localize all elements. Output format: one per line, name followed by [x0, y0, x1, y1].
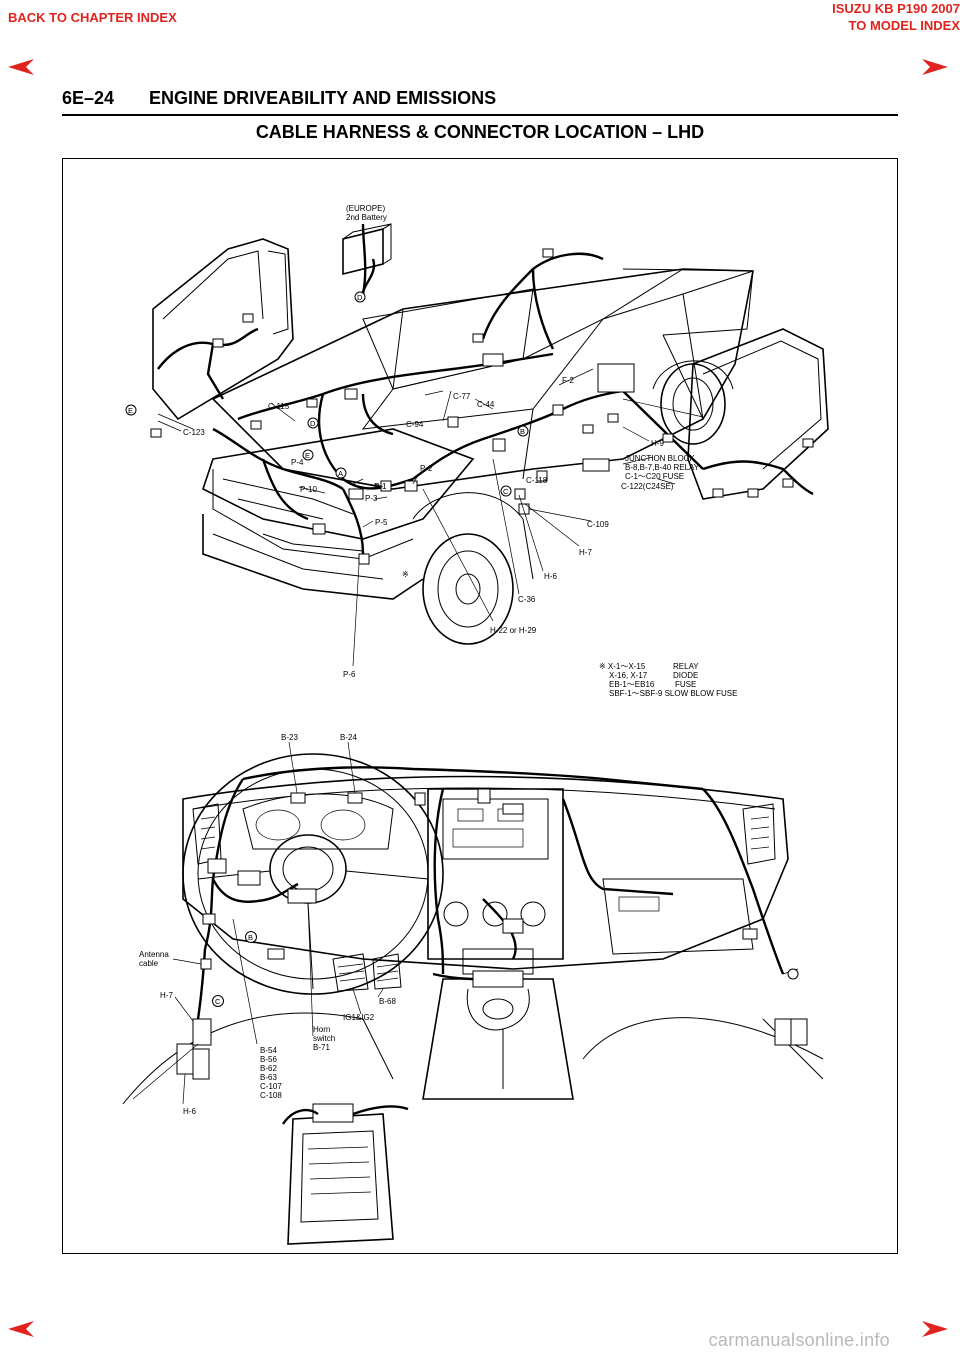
label-ig1-ig2: IG1&IG2: [343, 1013, 375, 1022]
legend-diode-range: X-16, X-17: [609, 671, 648, 680]
label-c109: C-109: [587, 520, 609, 529]
label-p6: P-6: [343, 670, 356, 679]
label-europe: (EUROPE): [346, 204, 385, 213]
marker-d: D: [357, 293, 363, 302]
label-b71: B-71: [313, 1043, 330, 1052]
next-page-arrow-icon[interactable]: [918, 58, 948, 76]
vehicle-connectors: [150, 248, 814, 565]
model-title-link[interactable]: ISUZU KB P190 2007: [832, 1, 960, 16]
legend-relay-range: ※ X-1～X-15: [599, 662, 646, 671]
watermark: carmanualsonline.info: [708, 1330, 890, 1350]
marker-b: B: [520, 427, 525, 436]
vehicle-harness: [157, 223, 814, 555]
label-p5: P-5: [375, 518, 388, 527]
label-c123: C-123: [183, 428, 205, 437]
upper-leader-lines: [157, 368, 676, 667]
label-jb-relay: B-8,B-7,B-40 RELAY: [625, 463, 700, 472]
label-b54: B-54: [260, 1046, 277, 1055]
label-c108: C-108: [260, 1091, 282, 1100]
next-page-arrow-icon-bottom[interactable]: [918, 1320, 948, 1338]
label-h9: H-9: [651, 439, 664, 448]
label-ref-mark: ※: [402, 570, 409, 579]
marker-e: E: [128, 406, 133, 415]
legend-fuse-range: EB-1～EB16: [609, 680, 655, 689]
label-h7-dash: H-7: [160, 991, 173, 1000]
label-h6-dash: H-6: [183, 1107, 196, 1116]
label-h22-or-h29: H-22 or H-29: [490, 626, 537, 635]
marker-a: A: [338, 469, 343, 478]
label-cable: cable: [139, 959, 159, 968]
battery-drawing: [342, 223, 392, 295]
label-b24: B-24: [340, 733, 357, 742]
vehicle-markers: D E D E A B C: [125, 291, 529, 497]
back-to-model-index-link[interactable]: TO MODEL INDEX: [848, 18, 960, 33]
label-c107: C-107: [260, 1082, 282, 1091]
label-c77: C-77: [453, 392, 471, 401]
upper-labels: (EUROPE) 2nd Battery C-123 C-115 C-77 C-…: [183, 204, 700, 679]
model-links: ISUZU KB P190 2007 TO MODEL INDEX: [0, 0, 960, 34]
label-2nd-battery: 2nd Battery: [346, 213, 387, 222]
dashboard-markers: B C: [212, 931, 257, 1007]
label-jb-fuse: C-1～C20 FUSE: [625, 472, 684, 481]
label-p4: P-4: [291, 458, 304, 467]
label-p10: P-10: [300, 485, 317, 494]
marker-b-dash: B: [248, 933, 253, 942]
dashboard-connectors: [176, 788, 808, 1080]
legend: ※ X-1～X-15 RELAY X-16, X-17 DIODE EB-1～E…: [599, 662, 737, 698]
marker-e-2: E: [305, 451, 310, 460]
marker-d-2: D: [310, 419, 316, 428]
marker-c: C: [503, 487, 509, 496]
back-to-chapter-index-link[interactable]: BACK TO CHAPTER INDEX: [8, 10, 177, 25]
label-p2: P-2: [420, 464, 433, 473]
previous-page-arrow-icon-bottom[interactable]: [8, 1320, 38, 1338]
section-title: 6E–24 ENGINE DRIVEABILITY AND EMISSIONS: [62, 88, 497, 108]
vehicle-drawing: [152, 238, 829, 645]
label-h7: H-7: [579, 548, 592, 557]
dashboard-drawing: [122, 753, 824, 1245]
lower-labels: B-23 B-24 Antenna cable H-7 H-6 B-54 B-5…: [139, 733, 396, 1116]
legend-relay: RELAY: [673, 662, 699, 671]
header-rule: [62, 114, 898, 116]
label-f2: F-2: [562, 376, 575, 385]
label-c36: C-36: [518, 595, 536, 604]
harness-diagram-frame: D E D E A B C (EU: [62, 158, 898, 1254]
label-c115: C-115: [268, 402, 290, 411]
label-switch: switch: [313, 1034, 335, 1043]
label-b23: B-23: [281, 733, 298, 742]
label-h6: H-6: [544, 572, 557, 581]
marker-c-dash: C: [215, 997, 221, 1006]
label-junction-block: JUNCTION BLOCK: [625, 454, 695, 463]
label-p1: P-1: [374, 482, 387, 491]
label-b68: B-68: [379, 997, 396, 1006]
label-c94: C-94: [406, 420, 424, 429]
label-c118: C-118: [526, 476, 548, 485]
label-horn: Horn: [313, 1025, 330, 1034]
lower-leader-lines: [132, 741, 384, 1105]
label-antenna: Antenna: [139, 950, 169, 959]
page-heading: CABLE HARNESS & CONNECTOR LOCATION – LHD: [255, 122, 705, 142]
legend-diode: DIODE: [673, 671, 698, 680]
label-c122: C-122(C24SE): [621, 482, 674, 491]
legend-slow-blow-fuse: SBF-1～SBF-9 SLOW BLOW FUSE: [609, 689, 737, 698]
label-b62: B-62: [260, 1064, 277, 1073]
label-b56: B-56: [260, 1055, 277, 1064]
label-p3: P-3: [365, 494, 378, 503]
harness-diagram: D E D E A B C (EU: [122, 204, 829, 1245]
legend-fuse: FUSE: [675, 680, 696, 689]
previous-page-arrow-icon[interactable]: [8, 58, 38, 76]
label-b63: B-63: [260, 1073, 277, 1082]
label-c44: C-44: [477, 400, 495, 409]
